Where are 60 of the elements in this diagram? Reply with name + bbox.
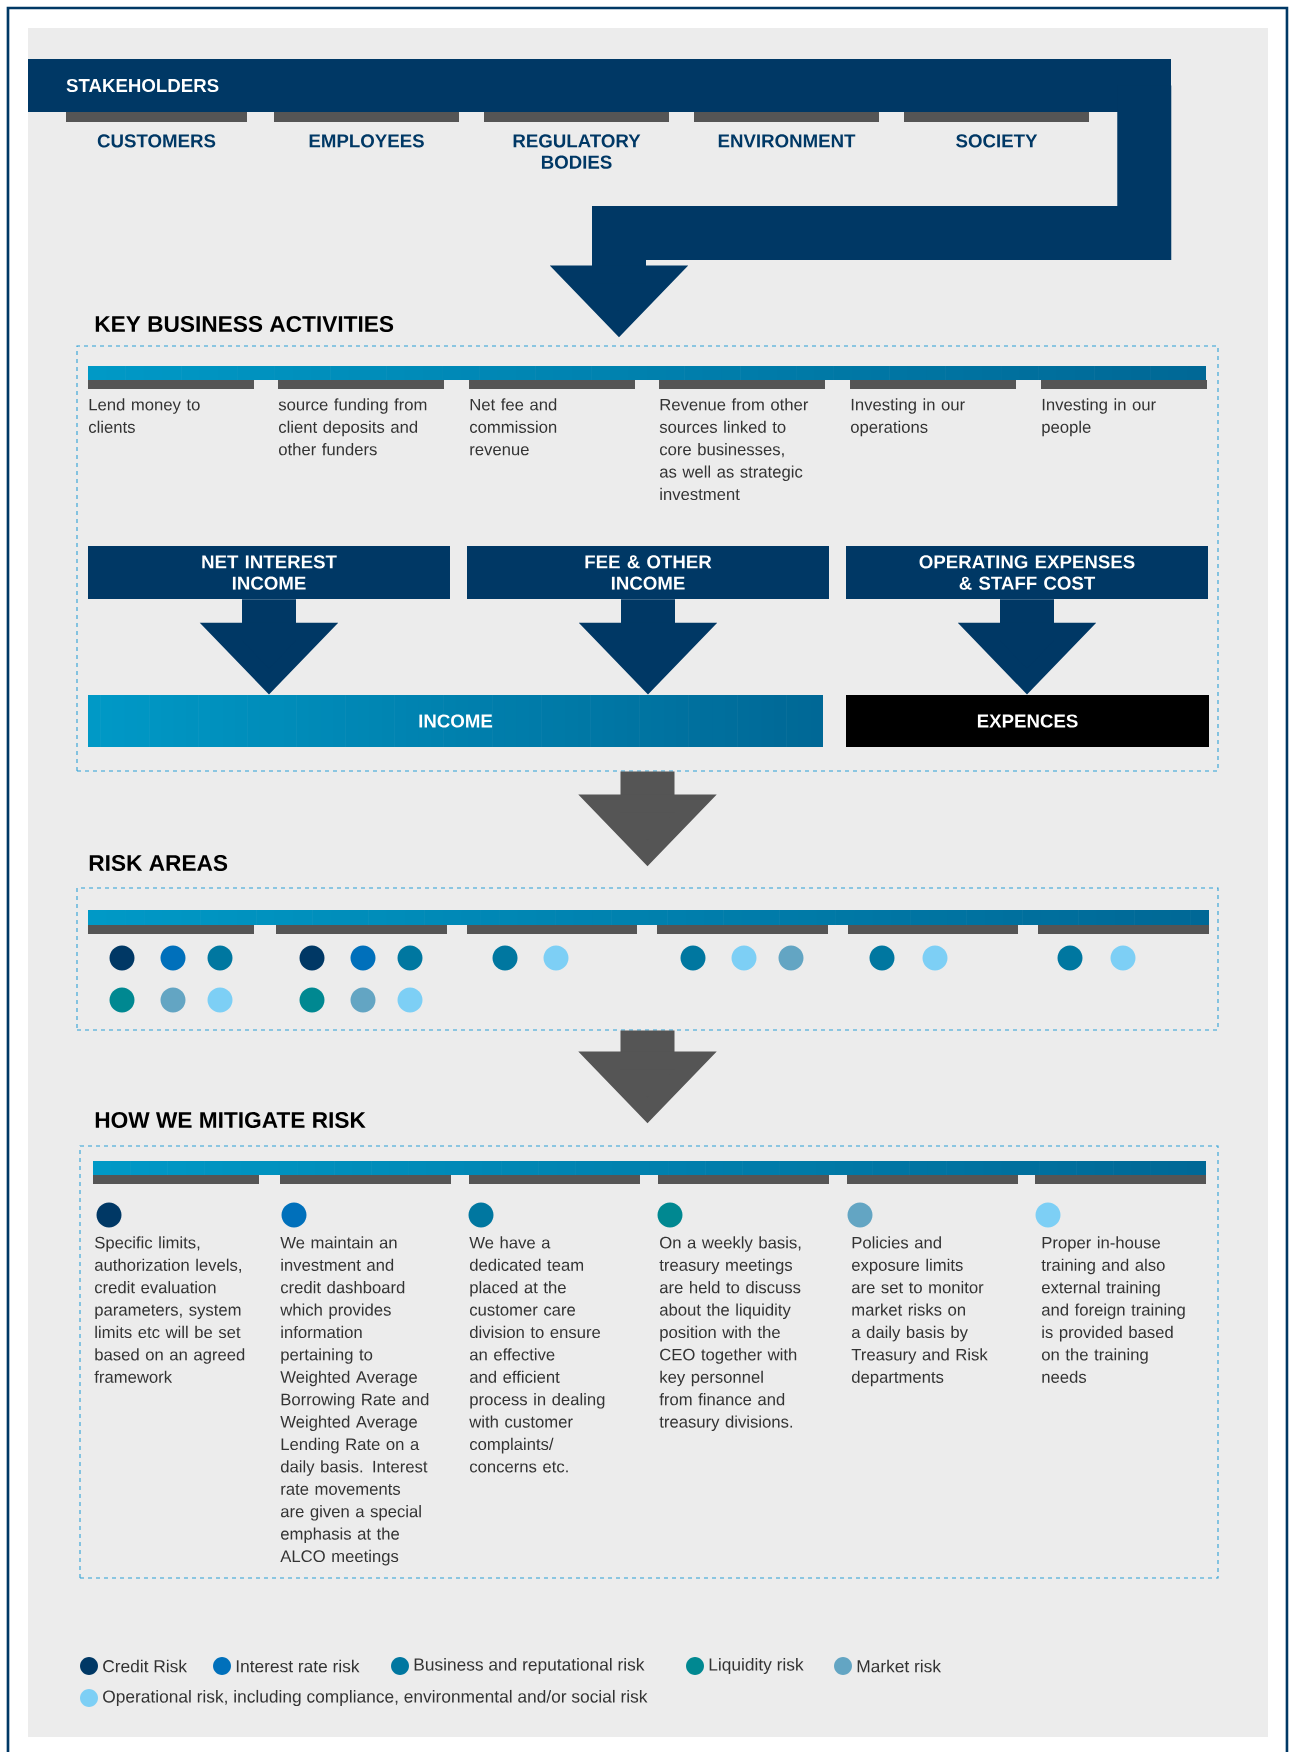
- risk-dot: [207, 987, 233, 1013]
- risk-dot: [96, 1202, 122, 1228]
- risk-dot: [397, 945, 423, 971]
- risk-dot: [1035, 1202, 1061, 1228]
- stakeholder-label: EMPLOYEES: [274, 112, 459, 148]
- risk-dot: [869, 945, 895, 971]
- section-heading: KEY BUSINESS ACTIVITIES: [95, 316, 394, 333]
- risk-dot: [468, 1202, 494, 1228]
- risk-dot: [657, 1202, 683, 1228]
- risk-dot: [1057, 945, 1083, 971]
- risk-dot: [922, 945, 948, 971]
- mitigation-text: We have a dedicated team placed at the customer care division to ensure an effective and efficient process in dealing with customer complaints/ concerns etc.: [469, 1236, 605, 1473]
- risk-dot: [847, 1202, 873, 1228]
- risk-dot: [731, 945, 757, 971]
- node-label: INCOME: [419, 714, 493, 728]
- activity-text: Net fee and commission revenue: [470, 398, 557, 456]
- risk-dot: [160, 945, 186, 971]
- section-heading: HOW WE MITIGATE RISK: [95, 1112, 366, 1129]
- category-box: OPERATING EXPENSES & STAFF COST: [846, 546, 1208, 599]
- mitigation-text: On a weekly basis, treasury meetings are held to discuss about the liquidity position with the CEO together with key personnel from finance and treasury divisions.: [659, 1236, 801, 1431]
- risk-dot: [207, 945, 233, 971]
- activity-text: source funding from client deposits and other funders: [278, 398, 427, 456]
- mitigation-text: Specific limits, authorization levels, credit evaluation parameters, system limits etc will be set based on an agreed framework: [94, 1236, 245, 1383]
- activity-text: Investing in our operations: [850, 398, 965, 437]
- stakeholder-label: ENVIRONMENT: [694, 112, 879, 148]
- legend-text: Liquidity risk: [709, 1657, 804, 1675]
- risk-dot: [397, 987, 423, 1013]
- risk-dot: [543, 945, 569, 971]
- risk-dot: [160, 987, 186, 1013]
- stakeholders-band: STAKEHOLDERS: [28, 59, 1171, 112]
- risk-dot: [680, 945, 706, 971]
- risk-dot: [492, 945, 518, 971]
- mitigation-text: Proper in-house training and also external training and foreign training is provided based on the training needs: [1041, 1236, 1185, 1383]
- category-box: EXPENCES: [846, 695, 1209, 747]
- mitigation-text: We maintain an investment and credit dashboard which provides information pertaining to Weighted Average Borrowing Rate and Weighted Average Lending Rate on a daily basis. Interest rate movements are given a special emphasis at the ALCO meetings: [280, 1236, 429, 1566]
- risk-dot: [350, 987, 376, 1013]
- legend-text: Interest rate risk: [236, 1659, 360, 1673]
- risk-dot: [109, 945, 135, 971]
- risk-dot: [350, 945, 376, 971]
- risk-dot: [1110, 945, 1136, 971]
- activity-text: Revenue from other sources linked to core businesses, as well as strategic investment: [659, 398, 809, 501]
- activity-text: Lend money to clients: [89, 398, 200, 433]
- stakeholder-label: CUSTOMERS: [66, 112, 247, 148]
- category-box: NET INTEREST INCOME: [88, 546, 450, 599]
- risk-dot: [299, 945, 325, 971]
- risk-dot: [109, 987, 135, 1013]
- stakeholder-label: SOCIETY: [904, 112, 1089, 148]
- risk-dot: [281, 1202, 307, 1228]
- stakeholder-label: REGULATORY BODIES: [484, 112, 669, 169]
- risk-dot: [299, 987, 325, 1013]
- legend-text: Market risk: [857, 1659, 942, 1673]
- category-box: INCOME: [88, 695, 823, 747]
- legend-text: Business and reputational risk: [414, 1657, 645, 1675]
- legend-text: Operational risk, including compliance, environmental and/or social risk: [103, 1689, 648, 1707]
- mitigation-text: Policies and exposure limits are set to monitor market risks on a daily basis by Treasury and Risk departments: [851, 1236, 988, 1387]
- risk-dot: [778, 945, 804, 971]
- legend-text: Credit Risk: [103, 1659, 187, 1673]
- section-heading: RISK AREAS: [89, 855, 228, 872]
- activity-text: Investing in our people: [1042, 398, 1156, 437]
- category-box: FEE & OTHER INCOME: [467, 546, 829, 599]
